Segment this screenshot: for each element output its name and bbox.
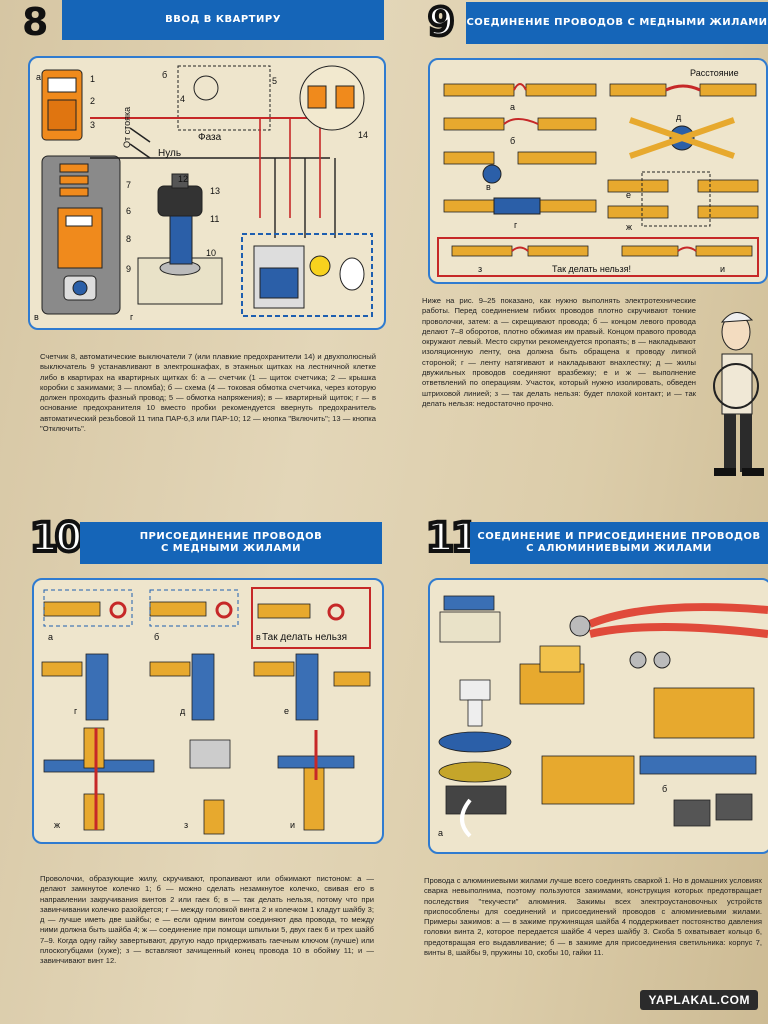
section-title-11-line1: СОЕДИНЕНИЕ И ПРИСОЕДИНЕНИЕ ПРОВОДОВ: [477, 531, 761, 542]
fig9-rasstoyanie: Расстояние: [690, 68, 739, 78]
section-number-11: 11: [424, 514, 481, 562]
fig10-label-d: д: [180, 706, 186, 716]
figure-10-panel: Так делать нельзя а б в г д е ж з и: [32, 578, 384, 844]
caption-9: Ниже на рис. 9–25 показано, как нужно вы…: [422, 296, 696, 408]
figure-10-drawing: Так делать нельзя а б в г д е ж з и: [41, 587, 371, 835]
fig8-label-a: а: [36, 72, 41, 82]
fig9-label-i: и: [720, 264, 725, 274]
fig8-label-b: б: [162, 70, 167, 80]
figure-8-panel: а б в г Фаза Нуль От стояка 1 2 3 4 5 6 …: [28, 56, 386, 330]
figure-9-drawing: Расстояние Так делать нельзя! а б в г д …: [437, 68, 759, 277]
fig10-label-e: е: [284, 706, 289, 716]
section-number-8: 8: [22, 0, 49, 44]
figure-11-drawing: а б: [438, 595, 768, 838]
fig9-label-z: з: [478, 264, 482, 274]
fig8-label-nul: Нуль: [158, 148, 181, 159]
section-number-9: 9: [426, 0, 457, 46]
fig10-label-b: б: [154, 632, 159, 642]
watermark: YAPLAKAL.COM: [640, 990, 758, 1010]
fig8-label-g: г: [130, 312, 134, 322]
fig11-label-a: а: [438, 828, 443, 838]
fig8-label-v: в: [34, 312, 39, 322]
fig9-label-v: в: [486, 182, 491, 192]
section-title-11: СОЕДИНЕНИЕ И ПРИСОЕДИНЕНИЕ ПРОВОДОВ С АЛ…: [470, 522, 768, 564]
fig8-num-2: 2: [90, 96, 95, 106]
fig9-label-zh: ж: [626, 222, 632, 232]
fig10-label-i: и: [290, 820, 295, 830]
figure-8-drawing: а б в г Фаза Нуль От стояка 1 2 3 4 5 6 …: [34, 65, 373, 322]
fig11-label-b: б: [662, 784, 667, 794]
fig8-num-7: 7: [126, 180, 131, 190]
fig10-label-zh: ж: [54, 820, 60, 830]
fig8-num-4: 4: [180, 94, 185, 104]
section-title-8: ВВОД В КВАРТИРУ: [62, 0, 384, 40]
fig8-num-3: 3: [90, 120, 95, 130]
section-number-10: 10: [28, 514, 85, 562]
fig10-forbidden: Так делать нельзя: [262, 632, 347, 643]
fig10-label-g: г: [74, 706, 78, 716]
section-title-10: ПРИСОЕДИНЕНИЕ ПРОВОДОВ С МЕДНЫМИ ЖИЛАМИ: [80, 522, 382, 564]
fig9-label-b: б: [510, 136, 515, 146]
section-title-10-line1: ПРИСОЕДИНЕНИЕ ПРОВОДОВ: [139, 531, 323, 542]
fig9-label-e: е: [626, 190, 631, 200]
figure-9-panel: Расстояние Так делать нельзя! а б в г д …: [428, 58, 768, 284]
section-title-10-line2: С МЕДНЫМИ ЖИЛАМИ: [160, 543, 302, 554]
fig8-num-6: 6: [126, 206, 131, 216]
fig9-forbidden: Так делать нельзя!: [552, 264, 631, 274]
caption-8: Счетчик 8, автоматические выключатели 7 …: [40, 352, 376, 434]
fig8-num-5: 5: [272, 76, 277, 86]
fig10-label-a: а: [48, 632, 53, 642]
fig8-num-10: 10: [206, 248, 216, 258]
fig8-num-13: 13: [210, 186, 220, 196]
electrician-cartoon: [713, 312, 764, 476]
fig8-num-12: 12: [178, 174, 188, 184]
fig9-label-d: д: [676, 112, 682, 122]
fig9-label-g: г: [514, 220, 518, 230]
section-title-9-text: СОЕДИНЕНИЕ ПРОВОДОВ С МЕДНЫМИ ЖИЛАМИ: [466, 17, 768, 28]
fig8-num-8: 8: [126, 234, 131, 244]
caption-11: Провода с алюминиевыми жилами лучше всег…: [424, 876, 762, 958]
caption-10: Проволочки, образующие жилу, скручивают,…: [40, 874, 374, 966]
figure-11-panel: а б: [428, 578, 768, 854]
section-title-11-line2: С АЛЮМИНИЕВЫМИ ЖИЛАМИ: [526, 543, 712, 554]
fig10-label-v: в: [256, 632, 261, 642]
fig8-num-1: 1: [90, 74, 95, 84]
fig8-label-otstoyaka: От стояка: [122, 107, 132, 148]
fig8-label-faza: Фаза: [198, 132, 222, 143]
fig8-num-14: 14: [358, 130, 368, 140]
fig10-label-z: з: [184, 820, 188, 830]
fig8-num-9: 9: [126, 264, 131, 274]
fig8-num-11: 11: [210, 214, 219, 224]
fig9-label-a: а: [510, 102, 515, 112]
section-title-8-text: ВВОД В КВАРТИРУ: [165, 14, 281, 25]
section-title-9: СОЕДИНЕНИЕ ПРОВОДОВ С МЕДНЫМИ ЖИЛАМИ: [466, 2, 768, 44]
